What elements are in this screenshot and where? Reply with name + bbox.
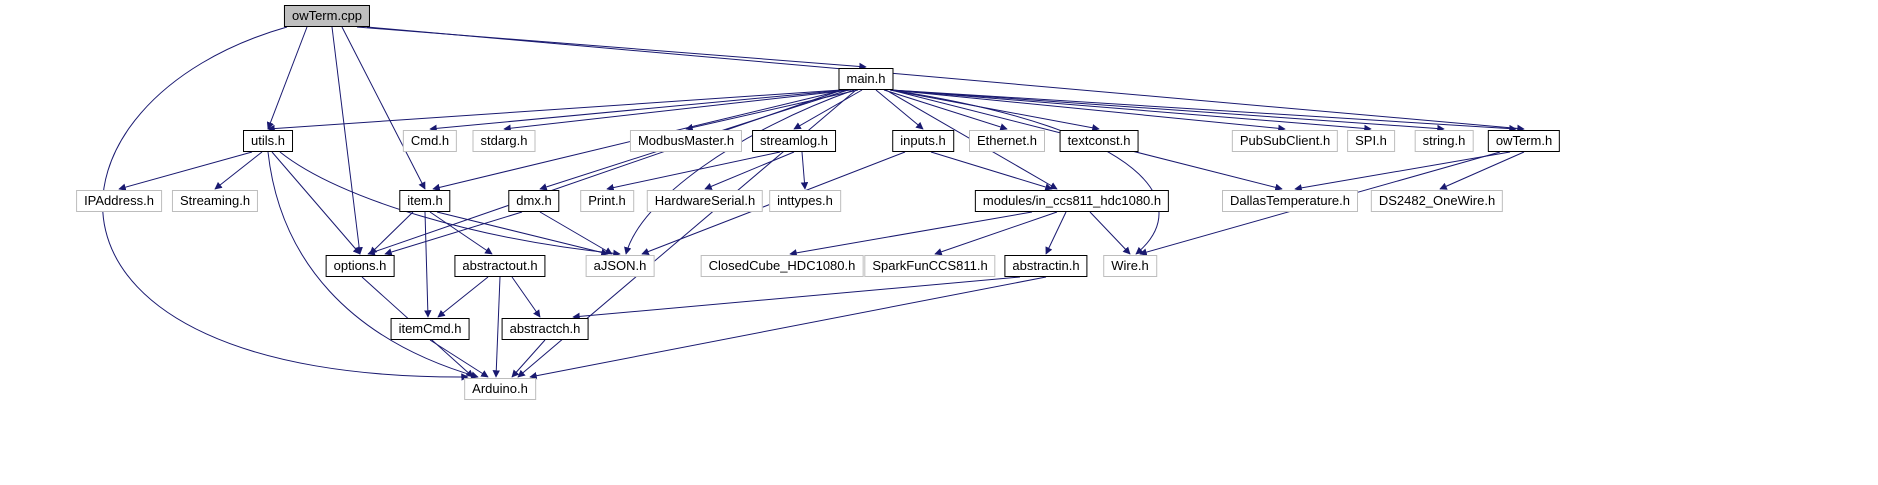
edge-owterm_cpp-to-item_h (341, 26, 426, 190)
node-main_h[interactable]: main.h (838, 68, 894, 90)
node-ethernet_h: Ethernet.h (969, 130, 1045, 152)
node-textconst_h[interactable]: textconst.h (1059, 130, 1139, 152)
node-streaming_h: Streaming.h (171, 190, 259, 212)
edge-abstractin_h-to-arduino_h (529, 276, 1047, 380)
node-arduino_h: Arduino.h (464, 378, 536, 400)
edge-abstractout_h-to-abstractch_h (511, 276, 541, 318)
edge-main_h-to-ethernet_h (883, 89, 1008, 131)
edge-main_h-to-streamlog_h (793, 89, 863, 130)
node-streamlog_h[interactable]: streamlog.h (752, 130, 836, 152)
edge-modules_h-to-sparkfun_h (934, 211, 1058, 256)
node-ipaddress_h: IPAddress.h (76, 190, 162, 212)
node-string_h: string.h (1414, 130, 1474, 152)
edge-main_h-to-stdarg_h (503, 89, 852, 132)
edge-abstractout_h-to-itemcmd_h (437, 276, 489, 318)
node-pubsubclient_h: PubSubClient.h (1231, 130, 1339, 152)
edge-main_h-to-textconst_h (889, 89, 1100, 132)
edge-main_h-to-spi_h (890, 89, 1372, 133)
edge-modules_h-to-wire_h (1089, 211, 1131, 255)
edge-main_h-to-pubsubclient_h (890, 89, 1286, 133)
edge-item_h-to-abstractout_h (429, 211, 493, 255)
node-utils_h[interactable]: utils.h (243, 130, 293, 152)
node-abstractch_h[interactable]: abstractch.h (501, 318, 589, 340)
edge-owterm_h-to-ds2482_h (1439, 151, 1525, 190)
node-closedcube_h: ClosedCube_HDC1080.h (700, 255, 864, 277)
edge-owterm_h-to-dallastemperature_h (1294, 151, 1511, 192)
node-inttypes_h: inttypes.h (769, 190, 841, 212)
node-cmd_h: Cmd.h (402, 130, 458, 152)
edge-utils_h-to-arduino_h (267, 151, 479, 379)
edge-item_h-to-options_h (369, 211, 414, 255)
node-dallastemperature_h: DallasTemperature.h (1222, 190, 1358, 212)
node-owterm_h[interactable]: owTerm.h (1487, 130, 1561, 152)
edge-streamlog_h-to-inttypes_h (800, 151, 809, 190)
edge-dmx_h-to-options_h (384, 211, 523, 256)
node-modules_h[interactable]: modules/in_ccs811_hdc1080.h (974, 190, 1170, 212)
edge-abstractch_h-to-arduino_h (511, 339, 546, 378)
node-abstractout_h[interactable]: abstractout.h (454, 255, 546, 277)
node-options_h[interactable]: options.h (325, 255, 395, 277)
edge-main_h-to-utils_h (267, 89, 842, 133)
edge-main_h-to-inputs_h (875, 89, 924, 130)
edge-main_h-to-ajson_h (624, 89, 855, 255)
edge-main_h-to-modbusmaster_h (685, 89, 859, 132)
node-hardwareserial_h: HardwareSerial.h (646, 190, 764, 212)
node-itemcmd_h[interactable]: itemCmd.h (390, 318, 470, 340)
edge-owterm_cpp-to-options_h (331, 26, 363, 255)
edge-dmx_h-to-ajson_h (539, 211, 613, 255)
edge-owterm_cpp-to-utils_h (266, 26, 308, 130)
node-ajson_h: aJSON.h (585, 255, 655, 277)
edge-item_h-to-ajson_h (436, 211, 609, 257)
edge-utils_h-to-ajson_h (279, 151, 621, 258)
node-spi_h: SPI.h (1347, 130, 1395, 152)
node-abstractin_h[interactable]: abstractin.h (1004, 255, 1088, 277)
edge-item_h-to-itemcmd_h (424, 211, 432, 318)
node-ds2482_h: DS2482_OneWire.h (1370, 190, 1504, 212)
node-sparkfun_h: SparkFunCCS811.h (864, 255, 996, 277)
node-stdarg_h: stdarg.h (472, 130, 536, 152)
node-item_h[interactable]: item.h (399, 190, 451, 212)
edge-modules_h-to-closedcube_h (789, 211, 1033, 257)
edge-utils_h-to-options_h (271, 151, 361, 255)
edge-main_h-to-wire_h (890, 89, 1160, 255)
node-print_h: Print.h (580, 190, 634, 212)
node-dmx_h[interactable]: dmx.h (508, 190, 560, 212)
edge-main_h-to-options_h (367, 89, 843, 256)
node-inputs_h[interactable]: inputs.h (892, 130, 954, 152)
node-wire_h: Wire.h (1103, 255, 1157, 277)
edge-streamlog_h-to-print_h (606, 151, 781, 192)
edge-inputs_h-to-modules_h (930, 151, 1053, 191)
edge-main_h-to-owterm_h (890, 89, 1517, 133)
edge-utils_h-to-ipaddress_h (118, 151, 253, 191)
edge-main_h-to-cmd_h (429, 89, 847, 133)
edge-main_h-to-string_h (890, 89, 1445, 133)
edge-itemcmd_h-to-arduino_h (429, 339, 489, 378)
edge-abstractout_h-to-arduino_h (492, 276, 501, 378)
node-owterm_cpp: owTerm.cpp (283, 5, 371, 27)
node-modbusmaster_h: ModbusMaster.h (629, 130, 743, 152)
edges-group (102, 26, 1525, 381)
edge-owterm_cpp-to-owterm_h (366, 26, 1525, 133)
edge-modules_h-to-abstractin_h (1045, 211, 1067, 255)
edge-utils_h-to-streaming_h (214, 151, 263, 190)
edge-owterm_cpp-to-arduino_h (102, 26, 469, 381)
edge-abstractin_h-to-abstractch_h (572, 276, 1021, 321)
edge-streamlog_h-to-hardwareserial_h (704, 151, 795, 190)
